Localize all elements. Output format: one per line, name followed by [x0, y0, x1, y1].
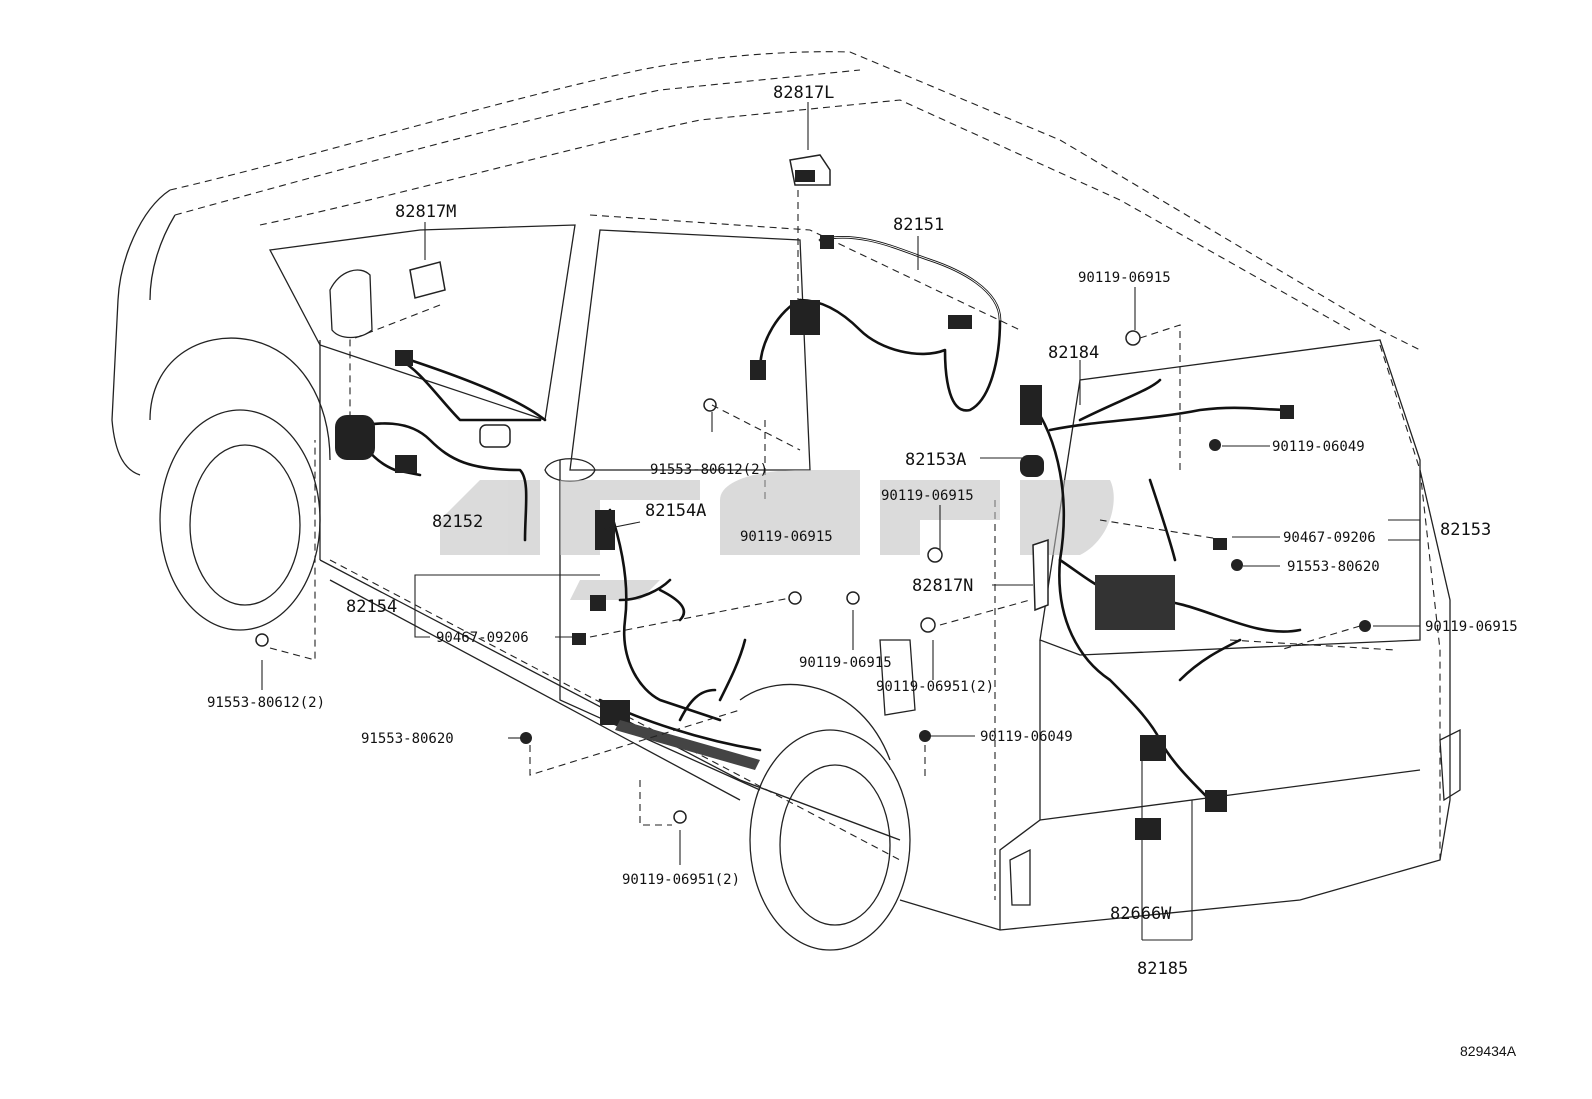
label-90119-06049-right: 90119-06049 [1272, 439, 1365, 455]
label-90119-06915-mid: 90119-06915 [881, 488, 974, 504]
label-91553-80612-lower: 91553-80612(2) [207, 695, 325, 711]
label-82154A: 82154A [645, 501, 706, 521]
label-90119-06915-low: 90119-06915 [799, 655, 892, 671]
label-90467-09206-right: 90467-09206 [1283, 530, 1376, 546]
label-82152: 82152 [432, 512, 483, 532]
label-82154: 82154 [346, 597, 397, 617]
label-82817M: 82817M [395, 202, 456, 222]
label-90119-06915-right: 90119-06915 [1425, 619, 1518, 635]
figure-id: 829434A [1460, 1043, 1517, 1059]
label-90119-06915-top: 90119-06915 [1078, 270, 1171, 286]
small-parts [255, 154, 1371, 824]
leader-lines [261, 102, 1421, 941]
harness-82151 [750, 235, 1002, 412]
label-82151: 82151 [893, 215, 944, 235]
label-91553-80620-left: 91553-80620 [361, 731, 454, 747]
label-91553-80612-upper: 91553-80612(2) [650, 462, 768, 478]
part-labels: 82817L 82817M 82151 90119-06915 82184 90… [207, 83, 1518, 1059]
label-82153: 82153 [1440, 520, 1491, 540]
label-90119-06951-bottom: 90119-06951(2) [622, 872, 740, 888]
label-90119-06049-low: 90119-06049 [980, 729, 1073, 745]
label-90119-06915-center: 90119-06915 [740, 529, 833, 545]
label-82666W: 82666W [1110, 904, 1172, 924]
label-82185: 82185 [1137, 959, 1188, 979]
label-91553-80620-right: 91553-80620 [1287, 559, 1380, 575]
label-82153A: 82153A [905, 450, 966, 470]
watermark-logo [440, 470, 1114, 600]
label-90119-06951-mid: 90119-06951(2) [876, 679, 994, 695]
harness-82153 [1020, 378, 1302, 840]
harness-82154A [590, 508, 762, 770]
label-82817L: 82817L [773, 83, 834, 103]
harness-82152 [335, 350, 547, 542]
label-82184: 82184 [1048, 343, 1099, 363]
label-90467-09206-left: 90467-09206 [436, 630, 529, 646]
label-82817N: 82817N [912, 576, 973, 596]
